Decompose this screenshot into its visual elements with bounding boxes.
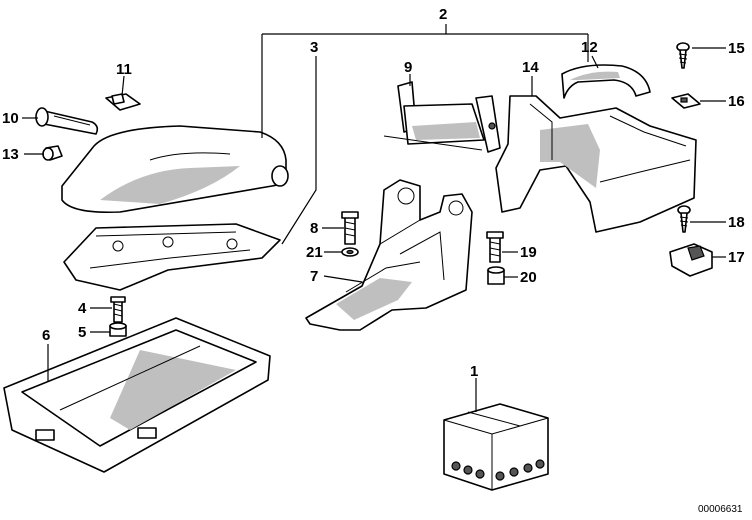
callout-20: 20 bbox=[520, 269, 537, 286]
callout-4: 4 bbox=[78, 300, 87, 317]
callout-labels: 2 3 9 12 14 11 10 13 15 16 18 17 8 21 7 … bbox=[2, 6, 745, 380]
part-16-clip bbox=[671, 93, 701, 109]
part-15-screw bbox=[676, 42, 690, 69]
callout-18: 18 bbox=[728, 214, 745, 231]
callout-5: 5 bbox=[78, 324, 86, 341]
box-bottom-circles bbox=[451, 459, 545, 481]
part-5-nut bbox=[109, 322, 127, 337]
part-21-washer bbox=[341, 247, 359, 257]
part-19-bolt bbox=[486, 231, 504, 263]
part-18-screw bbox=[677, 205, 691, 233]
callout-15: 15 bbox=[728, 40, 745, 57]
callout-2: 2 bbox=[439, 6, 447, 23]
part-8-bolt bbox=[341, 211, 359, 245]
part-7-bracket bbox=[305, 179, 473, 331]
part-armrest-cover bbox=[61, 125, 289, 214]
callout-16: 16 bbox=[728, 93, 745, 110]
callout-11: 11 bbox=[116, 61, 132, 78]
callout-9: 9 bbox=[404, 59, 412, 76]
part-6-tray bbox=[3, 317, 271, 473]
part-12-cap bbox=[561, 64, 651, 99]
leader-lines bbox=[22, 24, 726, 412]
callout-12: 12 bbox=[581, 39, 598, 56]
callout-7: 7 bbox=[310, 268, 318, 285]
callout-14: 14 bbox=[522, 59, 539, 76]
part-13-bushing bbox=[42, 145, 63, 161]
callout-13: 13 bbox=[2, 146, 19, 163]
part-11-clip bbox=[105, 93, 141, 111]
part-4-bolt bbox=[110, 296, 126, 323]
part-20-spacer bbox=[487, 266, 505, 285]
callout-1: 1 bbox=[470, 363, 478, 380]
callout-17: 17 bbox=[728, 249, 745, 266]
callout-19: 19 bbox=[520, 244, 537, 261]
callout-6: 6 bbox=[42, 327, 50, 344]
callout-10: 10 bbox=[2, 110, 19, 127]
part-9-bracket bbox=[383, 81, 501, 153]
callout-21: 21 bbox=[306, 244, 323, 261]
part-10-sleeve bbox=[35, 107, 99, 135]
part-base-plate bbox=[63, 223, 281, 291]
document-number: 00006631 bbox=[698, 504, 743, 515]
callout-3: 3 bbox=[310, 39, 318, 56]
part-17-latch bbox=[669, 243, 713, 277]
part-14-panel bbox=[495, 95, 697, 233]
part-1-box bbox=[443, 403, 549, 491]
callout-8: 8 bbox=[310, 220, 318, 237]
